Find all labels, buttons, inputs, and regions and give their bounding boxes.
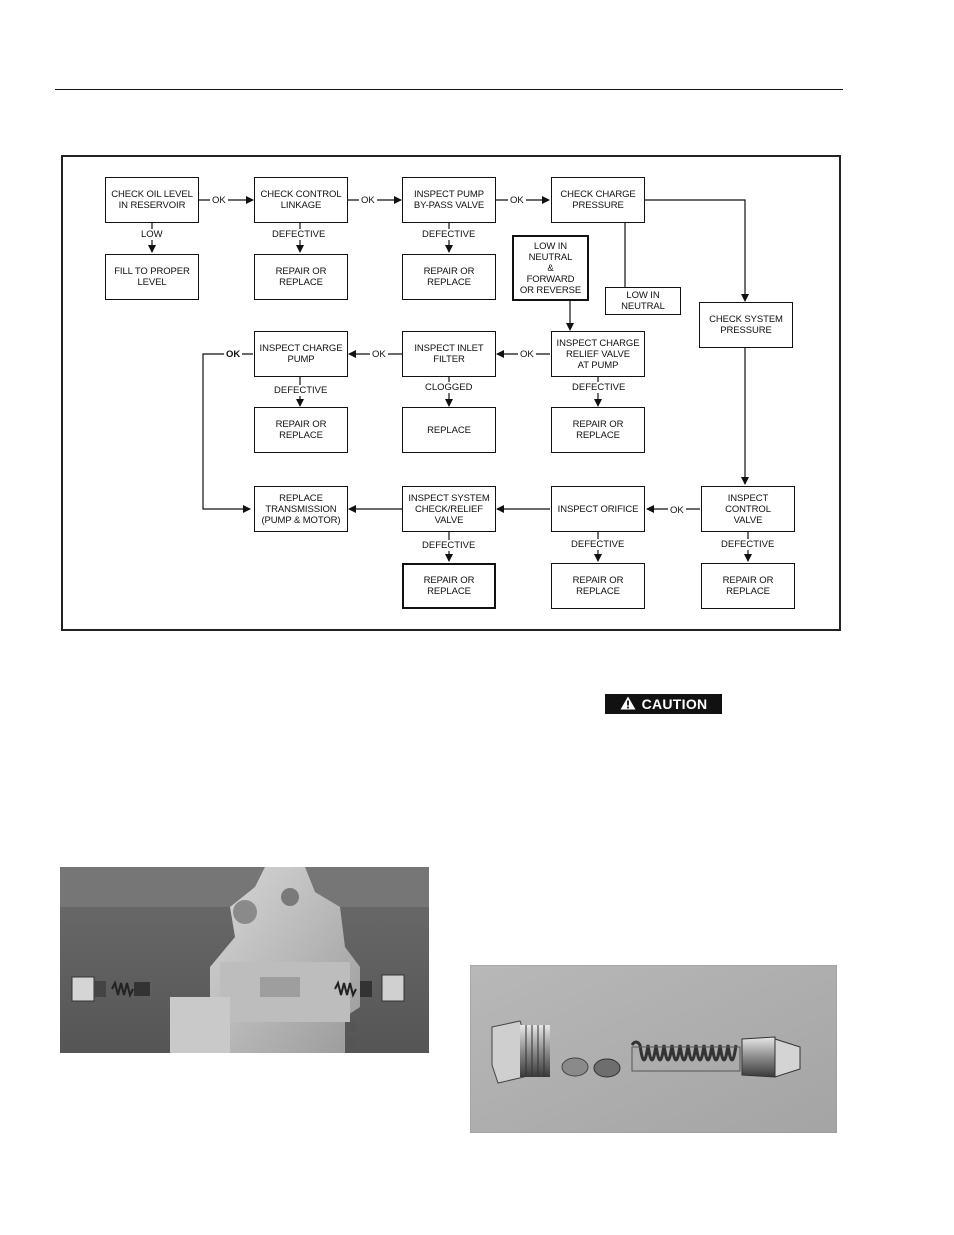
photo-valve-components xyxy=(470,965,837,1133)
label-ok-inlet: OK xyxy=(370,349,388,360)
node-inspect-system-check-relief: INSPECT SYSTEM CHECK/RELIEF VALVE xyxy=(402,486,496,532)
label-defective-bypass: DEFECTIVE xyxy=(420,229,478,240)
node-fill-to-proper-level: FILL TO PROPER LEVEL xyxy=(105,254,199,300)
label-ok-1: OK xyxy=(210,195,228,206)
label-ok-2: OK xyxy=(359,195,377,206)
arrow-chargepump-to-transmission xyxy=(202,353,253,513)
flowchart-frame xyxy=(61,155,841,631)
label-defective-control: DEFECTIVE xyxy=(719,539,777,550)
node-repair-control-valve: REPAIR OR REPLACE xyxy=(701,563,795,609)
caution-label: CAUTION xyxy=(641,696,708,712)
warning-triangle-icon xyxy=(620,696,636,713)
node-check-control-linkage: CHECK CONTROL LINKAGE xyxy=(254,177,348,223)
node-repair-check-relief: REPAIR OR REPLACE xyxy=(402,563,496,609)
node-repair-orifice: REPAIR OR REPLACE xyxy=(551,563,645,609)
node-check-oil-level: CHECK OIL LEVEL IN RESERVOIR xyxy=(105,177,199,223)
node-low-in-neutral: LOW IN NEUTRAL xyxy=(605,287,681,315)
label-defective-linkage: DEFECTIVE xyxy=(270,229,328,240)
node-repair-linkage: REPAIR OR REPLACE xyxy=(254,254,348,300)
node-repair-bypass: REPAIR OR REPLACE xyxy=(402,254,496,300)
label-ok-relief: OK xyxy=(518,349,536,360)
label-ok-control: OK xyxy=(668,505,686,516)
arrow-charge-to-system xyxy=(645,199,749,302)
label-defective-checkrelief: DEFECTIVE xyxy=(420,540,478,551)
label-clogged: CLOGGED xyxy=(423,382,475,393)
node-check-charge-pressure: CHECK CHARGE PRESSURE xyxy=(551,177,645,223)
node-replace-filter: REPLACE xyxy=(402,407,496,453)
label-ok-chargepump: OK xyxy=(224,349,243,360)
node-repair-relief-valve: REPAIR OR REPLACE xyxy=(551,407,645,453)
label-defective-chargepump: DEFECTIVE xyxy=(272,385,330,396)
node-inspect-pump-bypass: INSPECT PUMP BY-PASS VALVE xyxy=(402,177,496,223)
caution-banner: CAUTION xyxy=(605,694,722,714)
node-inspect-orifice: INSPECT ORIFICE xyxy=(551,486,645,532)
node-inspect-inlet-filter: INSPECT INLET FILTER xyxy=(402,331,496,377)
header-rule xyxy=(55,89,843,90)
label-low: LOW xyxy=(139,229,165,240)
node-low-in-neutral-forward-reverse: LOW IN NEUTRAL & FORWARD OR REVERSE xyxy=(512,235,589,301)
photo-transmission-valves xyxy=(60,867,429,1053)
label-ok-3: OK xyxy=(508,195,526,206)
node-check-system-pressure: CHECK SYSTEM PRESSURE xyxy=(699,302,793,348)
label-defective-orifice: DEFECTIVE xyxy=(569,539,627,550)
node-replace-transmission: REPLACE TRANSMISSION (PUMP & MOTOR) xyxy=(254,486,348,532)
node-inspect-charge-relief-valve: INSPECT CHARGE RELIEF VALVE AT PUMP xyxy=(551,331,645,377)
node-inspect-charge-pump: INSPECT CHARGE PUMP xyxy=(254,331,348,377)
label-defective-relief: DEFECTIVE xyxy=(570,382,628,393)
node-repair-charge-pump: REPAIR OR REPLACE xyxy=(254,407,348,453)
node-inspect-control-valve: INSPECT CONTROL VALVE xyxy=(701,486,795,532)
